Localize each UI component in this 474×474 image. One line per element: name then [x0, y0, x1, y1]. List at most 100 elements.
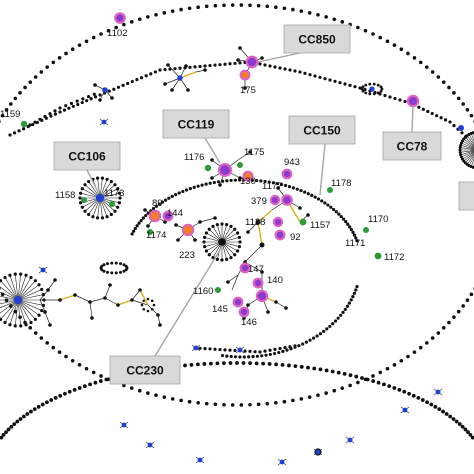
node-label-92: 92 — [290, 232, 301, 243]
outer-ring-dot — [39, 336, 44, 340]
bottom-ring-dot — [466, 430, 470, 435]
outer-ring-dot — [385, 366, 390, 371]
outer-ring-dot — [248, 402, 252, 407]
outer-ring-dot — [45, 65, 50, 69]
cluster-cc106-leaf — [100, 216, 105, 220]
mid-ring-dot — [273, 347, 277, 351]
cluster-right-spoke — [463, 138, 474, 148]
tree-leaf — [170, 88, 174, 92]
outer-ring-dot — [0, 120, 1, 124]
small-ellipse-dot — [119, 270, 122, 274]
ring-junction — [315, 449, 321, 455]
inner-ring-dot — [308, 73, 312, 77]
cluster-cc230-leaf — [233, 253, 237, 257]
tree-leaf — [53, 278, 57, 282]
cluster-left-big-leaf — [24, 323, 28, 327]
cluster-cc230-leaf — [233, 227, 237, 231]
outer-ring-dot — [45, 341, 50, 345]
cluster-right-leaf — [459, 153, 463, 157]
cluster-cc230-leaf — [202, 240, 206, 244]
node-label-146: 146 — [241, 317, 257, 328]
cluster-cc230-leaf — [229, 255, 233, 260]
hub-node — [102, 87, 108, 93]
bottom-ring-dot — [287, 363, 291, 368]
outer-ring-dot — [122, 383, 126, 388]
outer-ring-dot — [461, 102, 465, 106]
outer-ring-dot — [452, 315, 456, 319]
cluster-left-big-spoke — [0, 299, 19, 314]
cluster-left-big-spoke — [17, 280, 36, 301]
left-arc-dot — [28, 123, 32, 127]
outer-ring-dot — [146, 15, 150, 19]
mid-ring-dot — [163, 198, 168, 202]
outer-ring-dot — [441, 326, 446, 330]
mid-ring-dot — [212, 180, 216, 185]
mid-ring-dot — [347, 301, 351, 305]
tree-edge — [47, 279, 56, 291]
outer-ring-dot — [64, 354, 68, 359]
cluster-left-big-leaf — [24, 273, 28, 277]
inner-ring-dot — [12, 131, 17, 135]
mid-ring-dot — [263, 349, 267, 353]
bottom-ring-dot — [58, 393, 63, 398]
inner-ring-dot — [67, 106, 71, 110]
ring-junction — [40, 267, 46, 273]
bottom-ring-dot — [6, 427, 11, 432]
inner-ring-dot — [293, 69, 297, 73]
outer-ring-dot — [363, 28, 368, 33]
cluster-cc230-leaf — [225, 223, 229, 227]
bottom-ring-dot — [189, 362, 194, 367]
tree-edge — [104, 284, 111, 299]
bottom-ring-dot — [312, 366, 317, 371]
small-ellipse-dot — [119, 262, 122, 266]
inner-ring-dot — [22, 127, 26, 131]
bottom-ring-dot — [29, 409, 33, 414]
bottom-ring-dot — [420, 398, 425, 402]
outer-ring-dot — [196, 5, 200, 10]
tree-leaf — [266, 310, 270, 314]
st-379 — [272, 197, 278, 203]
cluster-cc230-leaf — [235, 231, 240, 235]
bottom-ring-dot — [53, 396, 58, 400]
bottom-ring-dot — [416, 396, 421, 400]
bottom-ring-dot — [324, 368, 329, 373]
mid-ring-dot — [181, 189, 185, 194]
inner-ring-dot — [283, 67, 287, 71]
callout-cc119-box — [162, 109, 230, 139]
small-ellipse-dot — [102, 269, 106, 273]
mid-ring-dot — [349, 298, 353, 302]
mid-ring-dot — [293, 344, 297, 348]
mid-ring-dot — [233, 178, 237, 182]
inner-ring-dot — [363, 87, 367, 92]
outer-ring-dot — [33, 75, 38, 79]
mid-ring-dot — [279, 182, 284, 187]
outer-ring-dot — [162, 395, 167, 399]
bottom-ring-dot — [25, 412, 30, 416]
outer-ring-dot — [204, 4, 209, 9]
mid-ring-dot — [351, 230, 355, 234]
outer-ring-dot — [456, 96, 461, 101]
inner-ring-dot — [121, 83, 125, 87]
st-1178 — [327, 187, 333, 193]
cluster-left-big-spoke — [17, 289, 42, 301]
inner-ring-dot — [238, 61, 242, 65]
cluster-left-big-leaf — [42, 298, 46, 302]
mid-ring-dot — [275, 181, 280, 186]
cluster-cc230-leaf — [207, 227, 211, 231]
tree-leaf — [174, 223, 178, 227]
outer-ring-dot — [33, 331, 38, 335]
outer-ring-dot — [28, 326, 33, 330]
mid-ring-dot — [316, 197, 321, 201]
mid-ring-dot — [225, 354, 229, 358]
cluster-left-big-spoke — [17, 294, 44, 301]
tree-edge — [104, 297, 119, 306]
st-144 — [164, 212, 172, 220]
mid-ring-dot — [285, 348, 289, 352]
mid-ring-dot — [278, 346, 282, 351]
mid-ring-dot — [247, 355, 251, 359]
outer-ring-dot — [230, 403, 235, 407]
node-label-1172: 1172 — [384, 252, 404, 263]
outer-ring-dot — [424, 65, 429, 69]
bottom-ring-dot — [402, 389, 407, 394]
outer-ring-dot — [0, 286, 1, 290]
